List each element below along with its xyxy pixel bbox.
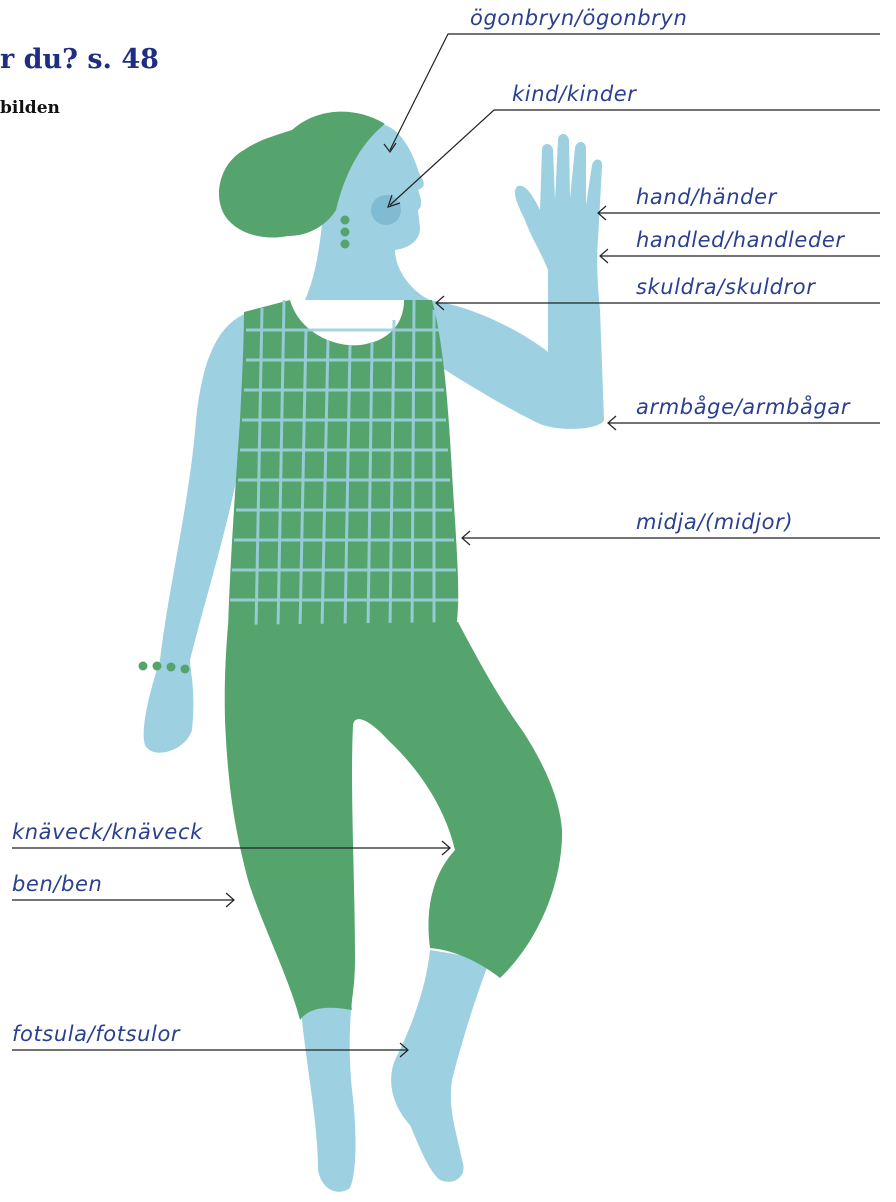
trousers xyxy=(225,622,562,1020)
label-wrist: handled/handleder xyxy=(636,228,845,252)
label-eyebrow: ögonbryn/ögonbryn xyxy=(470,6,687,30)
label-knee-crease: knäveck/knäveck xyxy=(12,820,203,844)
tank-top xyxy=(228,300,458,630)
label-elbow: armbåge/armbågar xyxy=(636,395,850,419)
label-shoulder: skuldra/skuldror xyxy=(636,275,815,299)
label-leg: ben/ben xyxy=(12,872,102,896)
label-sole: fotsula/fotsulor xyxy=(12,1022,180,1046)
raised-arm xyxy=(428,134,604,429)
label-cheek: kind/kinder xyxy=(512,82,637,106)
leader-cheek xyxy=(390,110,880,205)
page-heading: r du? s. 48 xyxy=(0,44,159,75)
label-waist: midja/(midjor) xyxy=(636,510,793,534)
page-subheading: bilden xyxy=(0,98,60,118)
label-hand: hand/händer xyxy=(636,185,777,209)
